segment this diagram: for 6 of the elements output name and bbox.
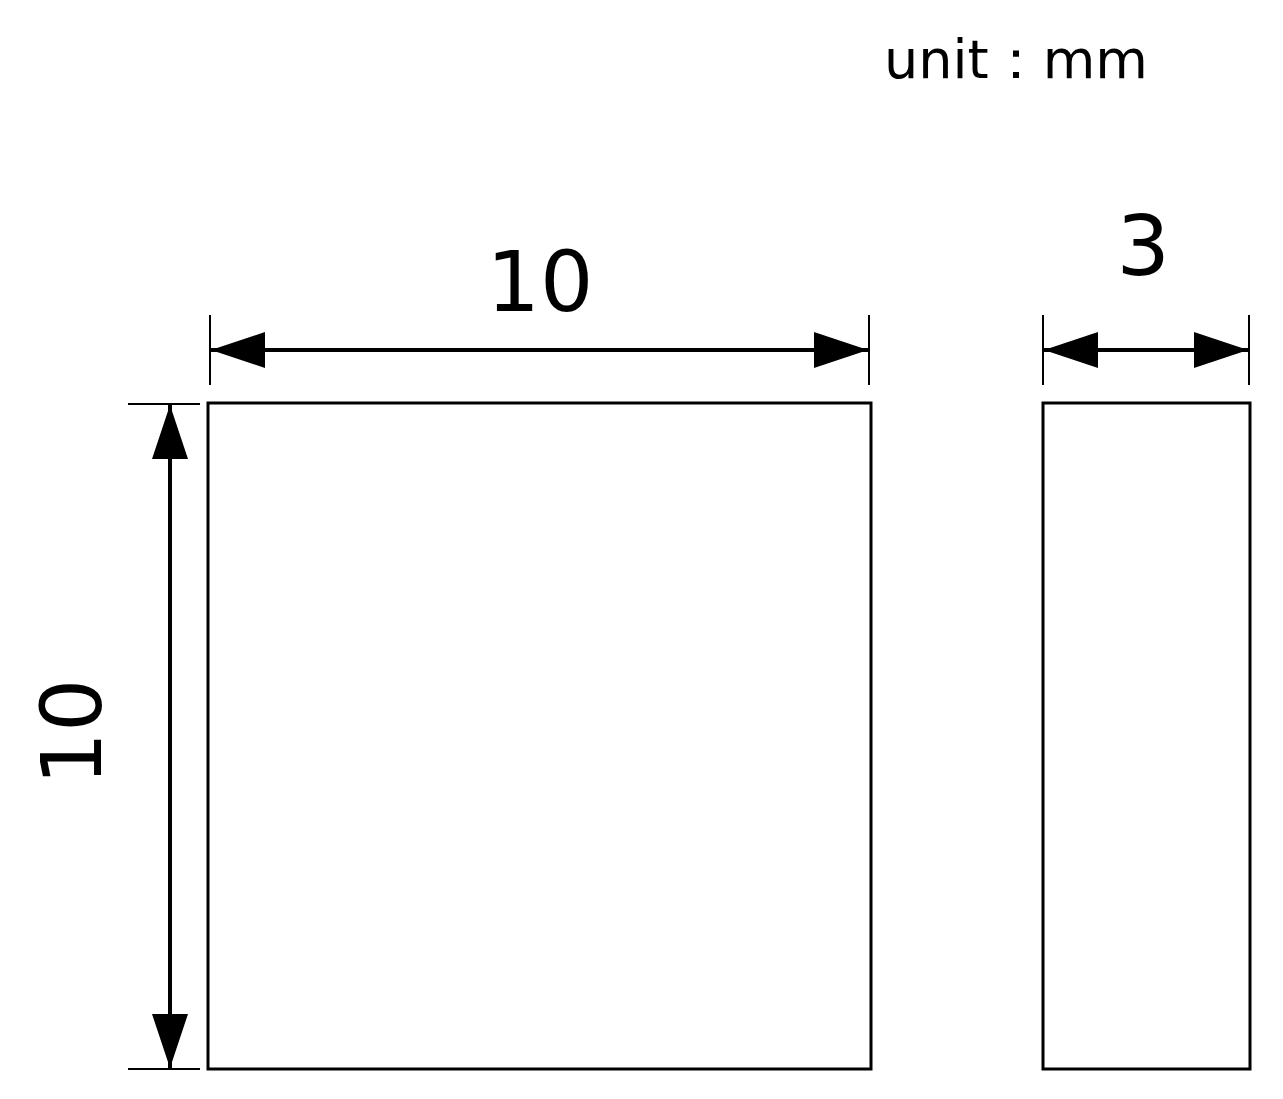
dimension-label: 3 (1116, 204, 1170, 288)
front-view-outline (206, 401, 873, 1071)
dimension-label: 10 (29, 678, 114, 786)
side-view-outline (1041, 401, 1252, 1071)
unit-note: unit：mm (884, 33, 1148, 87)
dimension-label: 10 (486, 240, 594, 324)
